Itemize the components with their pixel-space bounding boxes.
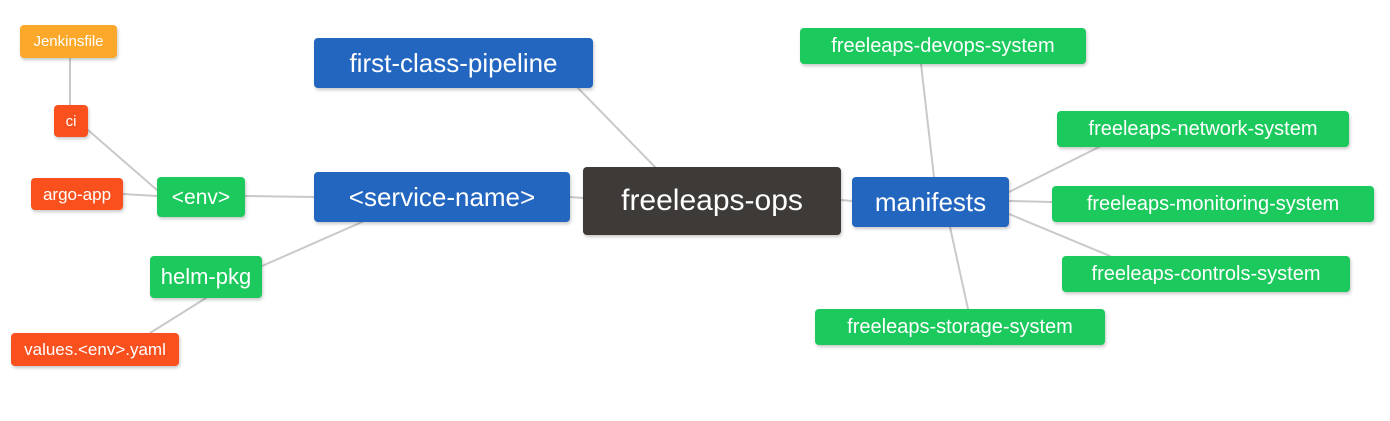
node-label: freeleaps-ops (621, 184, 803, 217)
node-label: manifests (874, 187, 987, 217)
node-label: first-class-pipeline (349, 48, 558, 78)
edge-env-to-service-name (244, 195, 315, 198)
node-label: ci (65, 112, 77, 130)
edge-manifests-to-freeleaps-devops-system (920, 63, 935, 178)
node-service-name[interactable]: <service-name> (314, 172, 570, 222)
node-argo-app[interactable]: argo-app (31, 178, 123, 210)
node-first-class-pipeline[interactable]: first-class-pipeline (314, 38, 593, 88)
edge-freeleaps-ops-to-manifests (840, 199, 853, 202)
node-env[interactable]: <env> (157, 177, 245, 217)
edge-argo-app-to-env (122, 193, 158, 197)
edge-values-env-yaml-to-helm-pkg (149, 297, 207, 334)
node-label: freeleaps-controls-system (1091, 263, 1321, 285)
node-manifests[interactable]: manifests (852, 177, 1009, 227)
edge-helm-pkg-to-service-name (261, 221, 363, 267)
node-label: freeleaps-storage-system (847, 316, 1073, 338)
node-label: helm-pkg (160, 264, 252, 289)
node-label: argo-app (42, 184, 112, 204)
node-label: values.<env>.yaml (24, 340, 166, 359)
node-freeleaps-storage-system[interactable]: freeleaps-storage-system (815, 309, 1105, 345)
node-label: freeleaps-monitoring-system (1086, 193, 1340, 215)
node-freeleaps-monitoring-system[interactable]: freeleaps-monitoring-system (1052, 186, 1374, 222)
edge-manifests-to-freeleaps-monitoring-system (1008, 200, 1053, 203)
node-label: <env> (171, 185, 231, 209)
node-freeleaps-ops[interactable]: freeleaps-ops (583, 167, 841, 235)
node-freeleaps-network-system[interactable]: freeleaps-network-system (1057, 111, 1349, 147)
node-freeleaps-devops-system[interactable]: freeleaps-devops-system (800, 28, 1086, 64)
node-freeleaps-controls-system[interactable]: freeleaps-controls-system (1062, 256, 1350, 292)
node-values-env-yaml[interactable]: values.<env>.yaml (11, 333, 179, 366)
edge-service-name-to-freeleaps-ops (569, 196, 584, 199)
node-jenkinsfile[interactable]: Jenkinsfile (20, 25, 117, 58)
edge-first-class-pipeline-to-freeleaps-ops (577, 87, 656, 168)
node-label: freeleaps-network-system (1088, 118, 1318, 140)
node-label: <service-name> (348, 182, 536, 212)
node-label: Jenkinsfile (33, 33, 104, 50)
node-helm-pkg[interactable]: helm-pkg (150, 256, 262, 298)
edge-manifests-to-freeleaps-storage-system (949, 226, 969, 310)
node-ci[interactable]: ci (54, 105, 88, 137)
node-label: freeleaps-devops-system (831, 35, 1055, 57)
